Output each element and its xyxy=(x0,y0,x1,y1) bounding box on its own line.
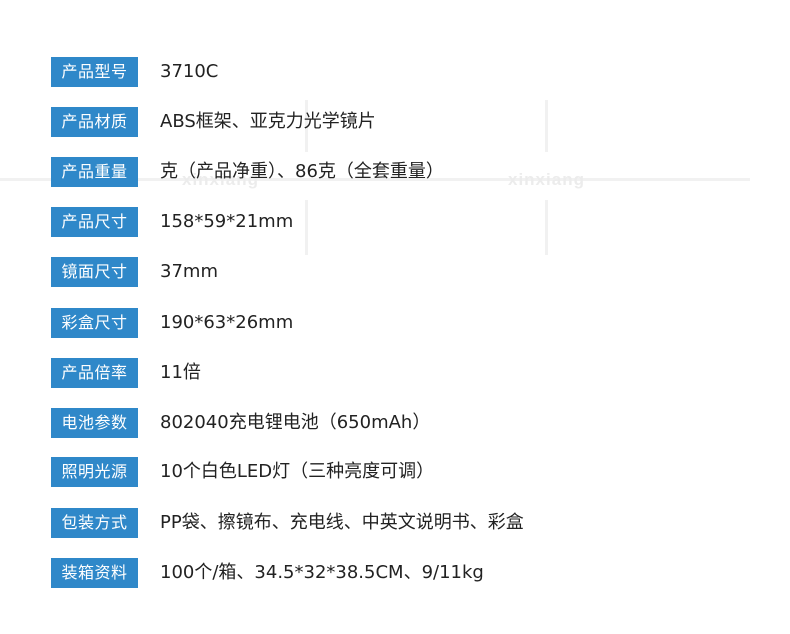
spec-value: ABS框架、亚克力光学镜片 xyxy=(160,111,376,132)
spec-label: 装箱资料 xyxy=(51,558,138,588)
spec-label: 产品型号 xyxy=(51,57,138,87)
spec-label: 产品材质 xyxy=(51,107,138,137)
spec-row-packaging: 包装方式 PP袋、擦镜布、充电线、中英文说明书、彩盒 xyxy=(51,508,524,538)
spec-value: 10个白色LED灯（三种亮度可调） xyxy=(160,461,435,482)
spec-row-carton-info: 装箱资料 100个/箱、34.5*32*38.5CM、9/11kg xyxy=(51,558,484,588)
watermark-line xyxy=(0,178,750,181)
spec-label: 产品倍率 xyxy=(51,358,138,388)
spec-label: 产品尺寸 xyxy=(51,207,138,237)
spec-row-battery: 电池参数 802040充电锂电池（650mAh） xyxy=(51,408,430,438)
spec-row-mirror-size: 镜面尺寸 37mm xyxy=(51,257,218,287)
spec-row-magnification: 产品倍率 11倍 xyxy=(51,358,201,388)
spec-row-light-source: 照明光源 10个白色LED灯（三种亮度可调） xyxy=(51,457,434,487)
watermark-line xyxy=(545,100,548,152)
spec-row-box-size: 彩盒尺寸 190*63*26mm xyxy=(51,308,293,338)
spec-label: 彩盒尺寸 xyxy=(51,308,138,338)
spec-label: 照明光源 xyxy=(51,457,138,487)
spec-row-model: 产品型号 3710C xyxy=(51,57,218,87)
spec-row-material: 产品材质 ABS框架、亚克力光学镜片 xyxy=(51,107,376,137)
spec-label: 电池参数 xyxy=(51,408,138,438)
spec-value: 37mm xyxy=(160,261,218,282)
watermark-line xyxy=(545,200,548,255)
spec-row-product-size: 产品尺寸 158*59*21mm xyxy=(51,207,293,237)
spec-value: 3710C xyxy=(160,61,219,82)
spec-value: 802040充电锂电池（650mAh） xyxy=(160,412,431,433)
spec-value: 克（产品净重）、86克（全套重量） xyxy=(160,161,444,182)
watermark-line xyxy=(305,200,308,255)
watermark-line xyxy=(305,100,308,152)
spec-value: 11倍 xyxy=(160,362,201,383)
spec-value: PP袋、擦镜布、充电线、中英文说明书、彩盒 xyxy=(160,512,524,533)
spec-value: 158*59*21mm xyxy=(160,211,294,232)
spec-label: 包装方式 xyxy=(51,508,138,538)
watermark-text: xinxiang xyxy=(182,170,259,189)
watermark-text: xinxiang xyxy=(508,170,585,189)
spec-label: 产品重量 xyxy=(51,157,138,187)
spec-row-weight: 产品重量 克（产品净重）、86克（全套重量） xyxy=(51,157,444,187)
spec-value: 100个/箱、34.5*32*38.5CM、9/11kg xyxy=(160,562,484,583)
spec-label: 镜面尺寸 xyxy=(51,257,138,287)
spec-value: 190*63*26mm xyxy=(160,312,294,333)
